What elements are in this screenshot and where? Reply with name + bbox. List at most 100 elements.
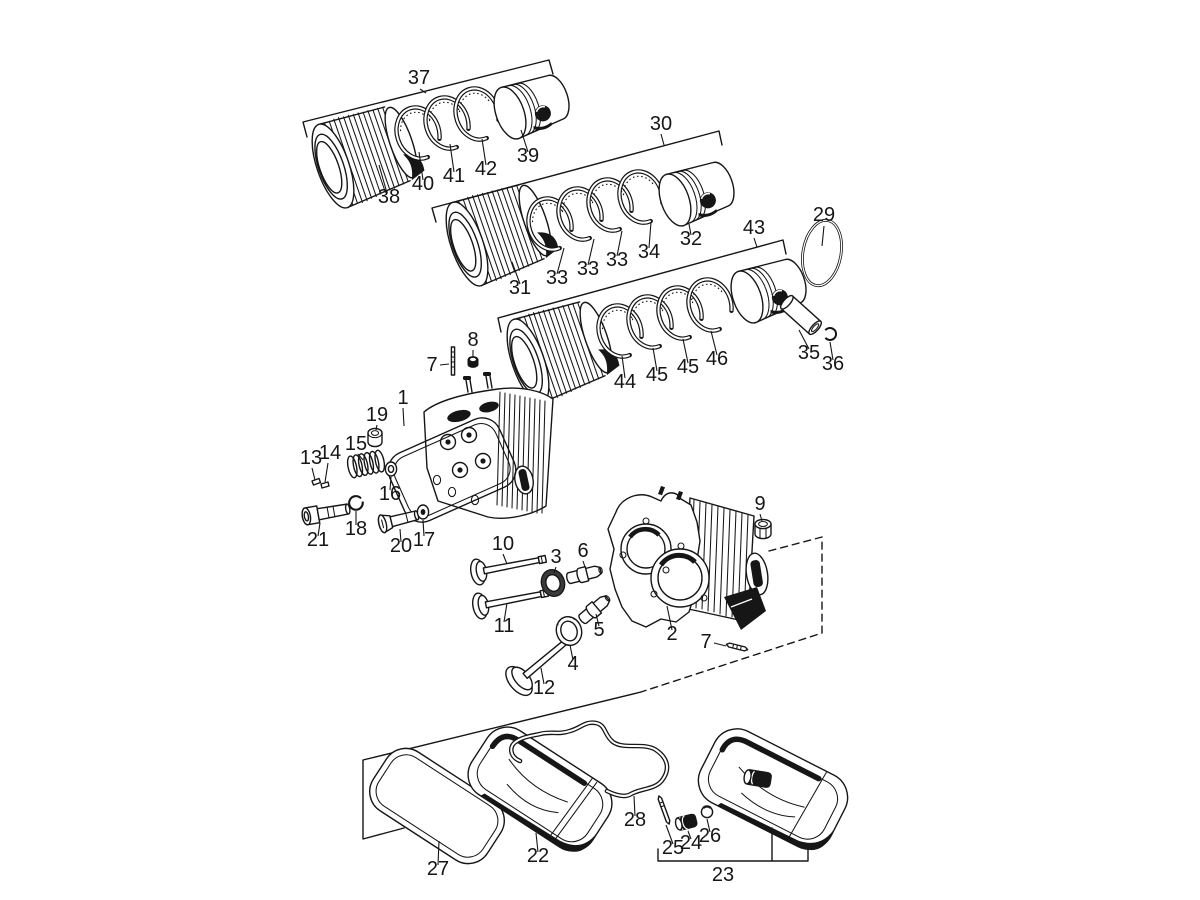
leader-line-46 — [710, 330, 718, 356]
leader-line-3 — [553, 566, 557, 574]
part-label-45: 45 — [646, 364, 668, 386]
leader-line-36 — [829, 341, 834, 361]
leader-line-33 — [616, 230, 623, 257]
snap-ring-18 — [348, 495, 364, 511]
piston-ring-41 — [419, 92, 475, 154]
leader-line-45 — [652, 347, 658, 372]
leader-line-45 — [682, 338, 689, 364]
leader-line-32 — [688, 223, 692, 236]
part-label-7: 7 — [700, 631, 711, 653]
leader-line-17 — [422, 519, 425, 537]
group-bracket-43 — [497, 239, 787, 333]
part-label-7: 7 — [426, 354, 437, 376]
part-label-36: 36 — [822, 353, 844, 375]
leader-line-42 — [481, 138, 487, 166]
part-label-4: 4 — [567, 653, 578, 675]
part-label-39: 39 — [517, 145, 539, 167]
valve-keeper-13 — [311, 477, 322, 486]
head-gasket-outline — [387, 417, 517, 523]
stud-7 — [450, 346, 456, 376]
part-label-5: 5 — [593, 619, 604, 641]
stud-7-lower — [725, 642, 749, 652]
screw-25 — [657, 795, 671, 825]
leader-line-14 — [324, 462, 329, 483]
leader-line-26 — [706, 818, 711, 833]
part-label-16: 16 — [379, 483, 401, 505]
cylinder-head-1 — [387, 372, 554, 523]
leader-line-4 — [569, 644, 574, 661]
leader-line-29 — [821, 225, 825, 247]
part-label-32: 32 — [680, 228, 702, 250]
part-label-11: 11 — [494, 615, 515, 637]
part-label-26: 26 — [699, 825, 721, 847]
leader-line-24 — [687, 830, 692, 840]
part-label-25: 25 — [662, 837, 684, 859]
cylinder-head-2 — [607, 486, 769, 630]
piston-ring-33b — [552, 183, 608, 245]
plug-19 — [367, 427, 383, 448]
leader-line-41 — [449, 143, 455, 173]
leader-line-5 — [595, 613, 600, 627]
leader-line-40 — [418, 151, 424, 181]
leader-line-35 — [798, 329, 810, 350]
part-label-40: 40 — [412, 173, 434, 195]
part-label-22: 22 — [527, 845, 549, 867]
leader-line-12 — [540, 667, 545, 685]
leader-line-16 — [389, 476, 392, 491]
piston-32 — [652, 154, 742, 231]
part-label-19: 19 — [366, 404, 388, 426]
assembly-line-dashed — [640, 536, 823, 693]
leader-line-28 — [633, 795, 636, 817]
part-label-44: 44 — [614, 371, 636, 393]
valve-keeper-14 — [320, 481, 330, 489]
piston-ring-33c — [582, 174, 638, 236]
nut-17 — [416, 504, 430, 520]
part-label-6: 6 — [577, 540, 588, 562]
cap-nut-24 — [674, 813, 698, 831]
bolt-20 — [377, 510, 420, 534]
piston-39 — [487, 67, 577, 144]
part-label-33: 33 — [606, 249, 628, 271]
part-label-8: 8 — [467, 329, 478, 351]
part-label-29: 29 — [813, 204, 835, 226]
part-label-37: 37 — [408, 67, 430, 89]
piston-pin-35 — [779, 294, 823, 336]
part-label-18: 18 — [345, 518, 367, 540]
leader-line-15 — [357, 453, 364, 461]
valve-seat-4 — [555, 615, 583, 647]
leader-line-13 — [311, 467, 316, 481]
part-label-21: 21 — [307, 529, 329, 551]
group-bracket-37 — [302, 59, 554, 138]
part-label-23: 23 — [712, 864, 734, 886]
sealing-ring-29 — [801, 218, 843, 288]
leader-line-19 — [375, 424, 378, 431]
part-label-1: 1 — [397, 387, 408, 409]
leader-line-2 — [666, 605, 673, 631]
valve-cover-23 — [697, 728, 849, 851]
part-label-14: 14 — [319, 442, 341, 464]
part-label-46: 46 — [706, 348, 728, 370]
part-label-41: 41 — [443, 165, 465, 187]
part-label-10: 10 — [492, 533, 514, 555]
nut-9 — [754, 518, 772, 540]
part-label-34: 34 — [638, 241, 660, 263]
leader-line-21 — [317, 522, 321, 537]
part-label-17: 17 — [413, 529, 435, 551]
piston-ring-46 — [682, 274, 738, 336]
leader-line-33 — [587, 238, 595, 266]
part-label-9: 9 — [754, 493, 765, 515]
part-label-33: 33 — [577, 258, 599, 280]
piston-ring-45b — [652, 282, 708, 344]
part-label-2: 2 — [666, 623, 677, 645]
part-label-35: 35 — [798, 342, 820, 364]
part-label-3: 3 — [550, 546, 561, 568]
leader-line-6 — [582, 560, 586, 568]
part-label-30: 30 — [650, 113, 672, 135]
part-label-28: 28 — [624, 809, 646, 831]
leader-line-27 — [437, 840, 440, 866]
part-label-45: 45 — [677, 356, 699, 378]
leader-line-11 — [503, 602, 508, 623]
part-label-24: 24 — [680, 832, 702, 854]
group-bracket-30 — [431, 130, 723, 223]
